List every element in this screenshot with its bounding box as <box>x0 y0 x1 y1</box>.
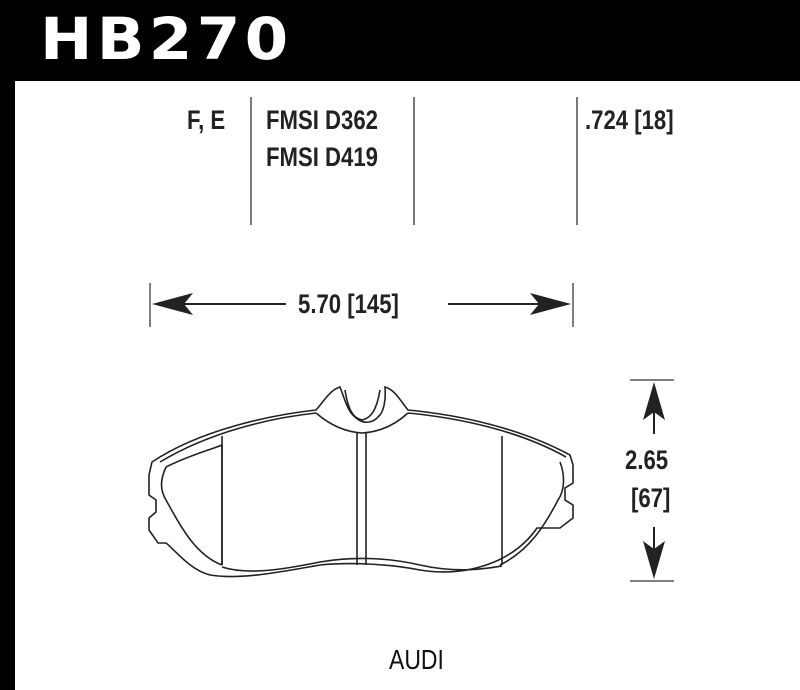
fmsi-code-2: FMSI D419 <box>266 142 378 172</box>
header-band <box>0 0 800 81</box>
arrow-right-icon <box>530 293 571 315</box>
spec-divider <box>576 97 578 225</box>
thickness-value: .724 [18] <box>585 105 674 135</box>
arrow-up-icon <box>643 382 665 420</box>
spec-divider <box>250 97 252 225</box>
vehicle-make: AUDI <box>389 644 444 675</box>
height-dimension-mm: [67] <box>631 483 671 513</box>
height-dimension-inches: 2.65 <box>625 445 669 475</box>
fmsi-code-1: FMSI D362 <box>266 105 378 135</box>
width-dimension-label: 5.70 [145] <box>298 289 399 319</box>
brake-pad-outline <box>148 385 574 578</box>
arrow-down-icon <box>643 541 665 579</box>
part-number-title: HB270 <box>40 5 293 73</box>
arrow-left-icon <box>152 293 193 315</box>
spec-divider <box>413 97 415 225</box>
position-code: F, E <box>187 105 226 135</box>
left-border <box>0 0 15 690</box>
